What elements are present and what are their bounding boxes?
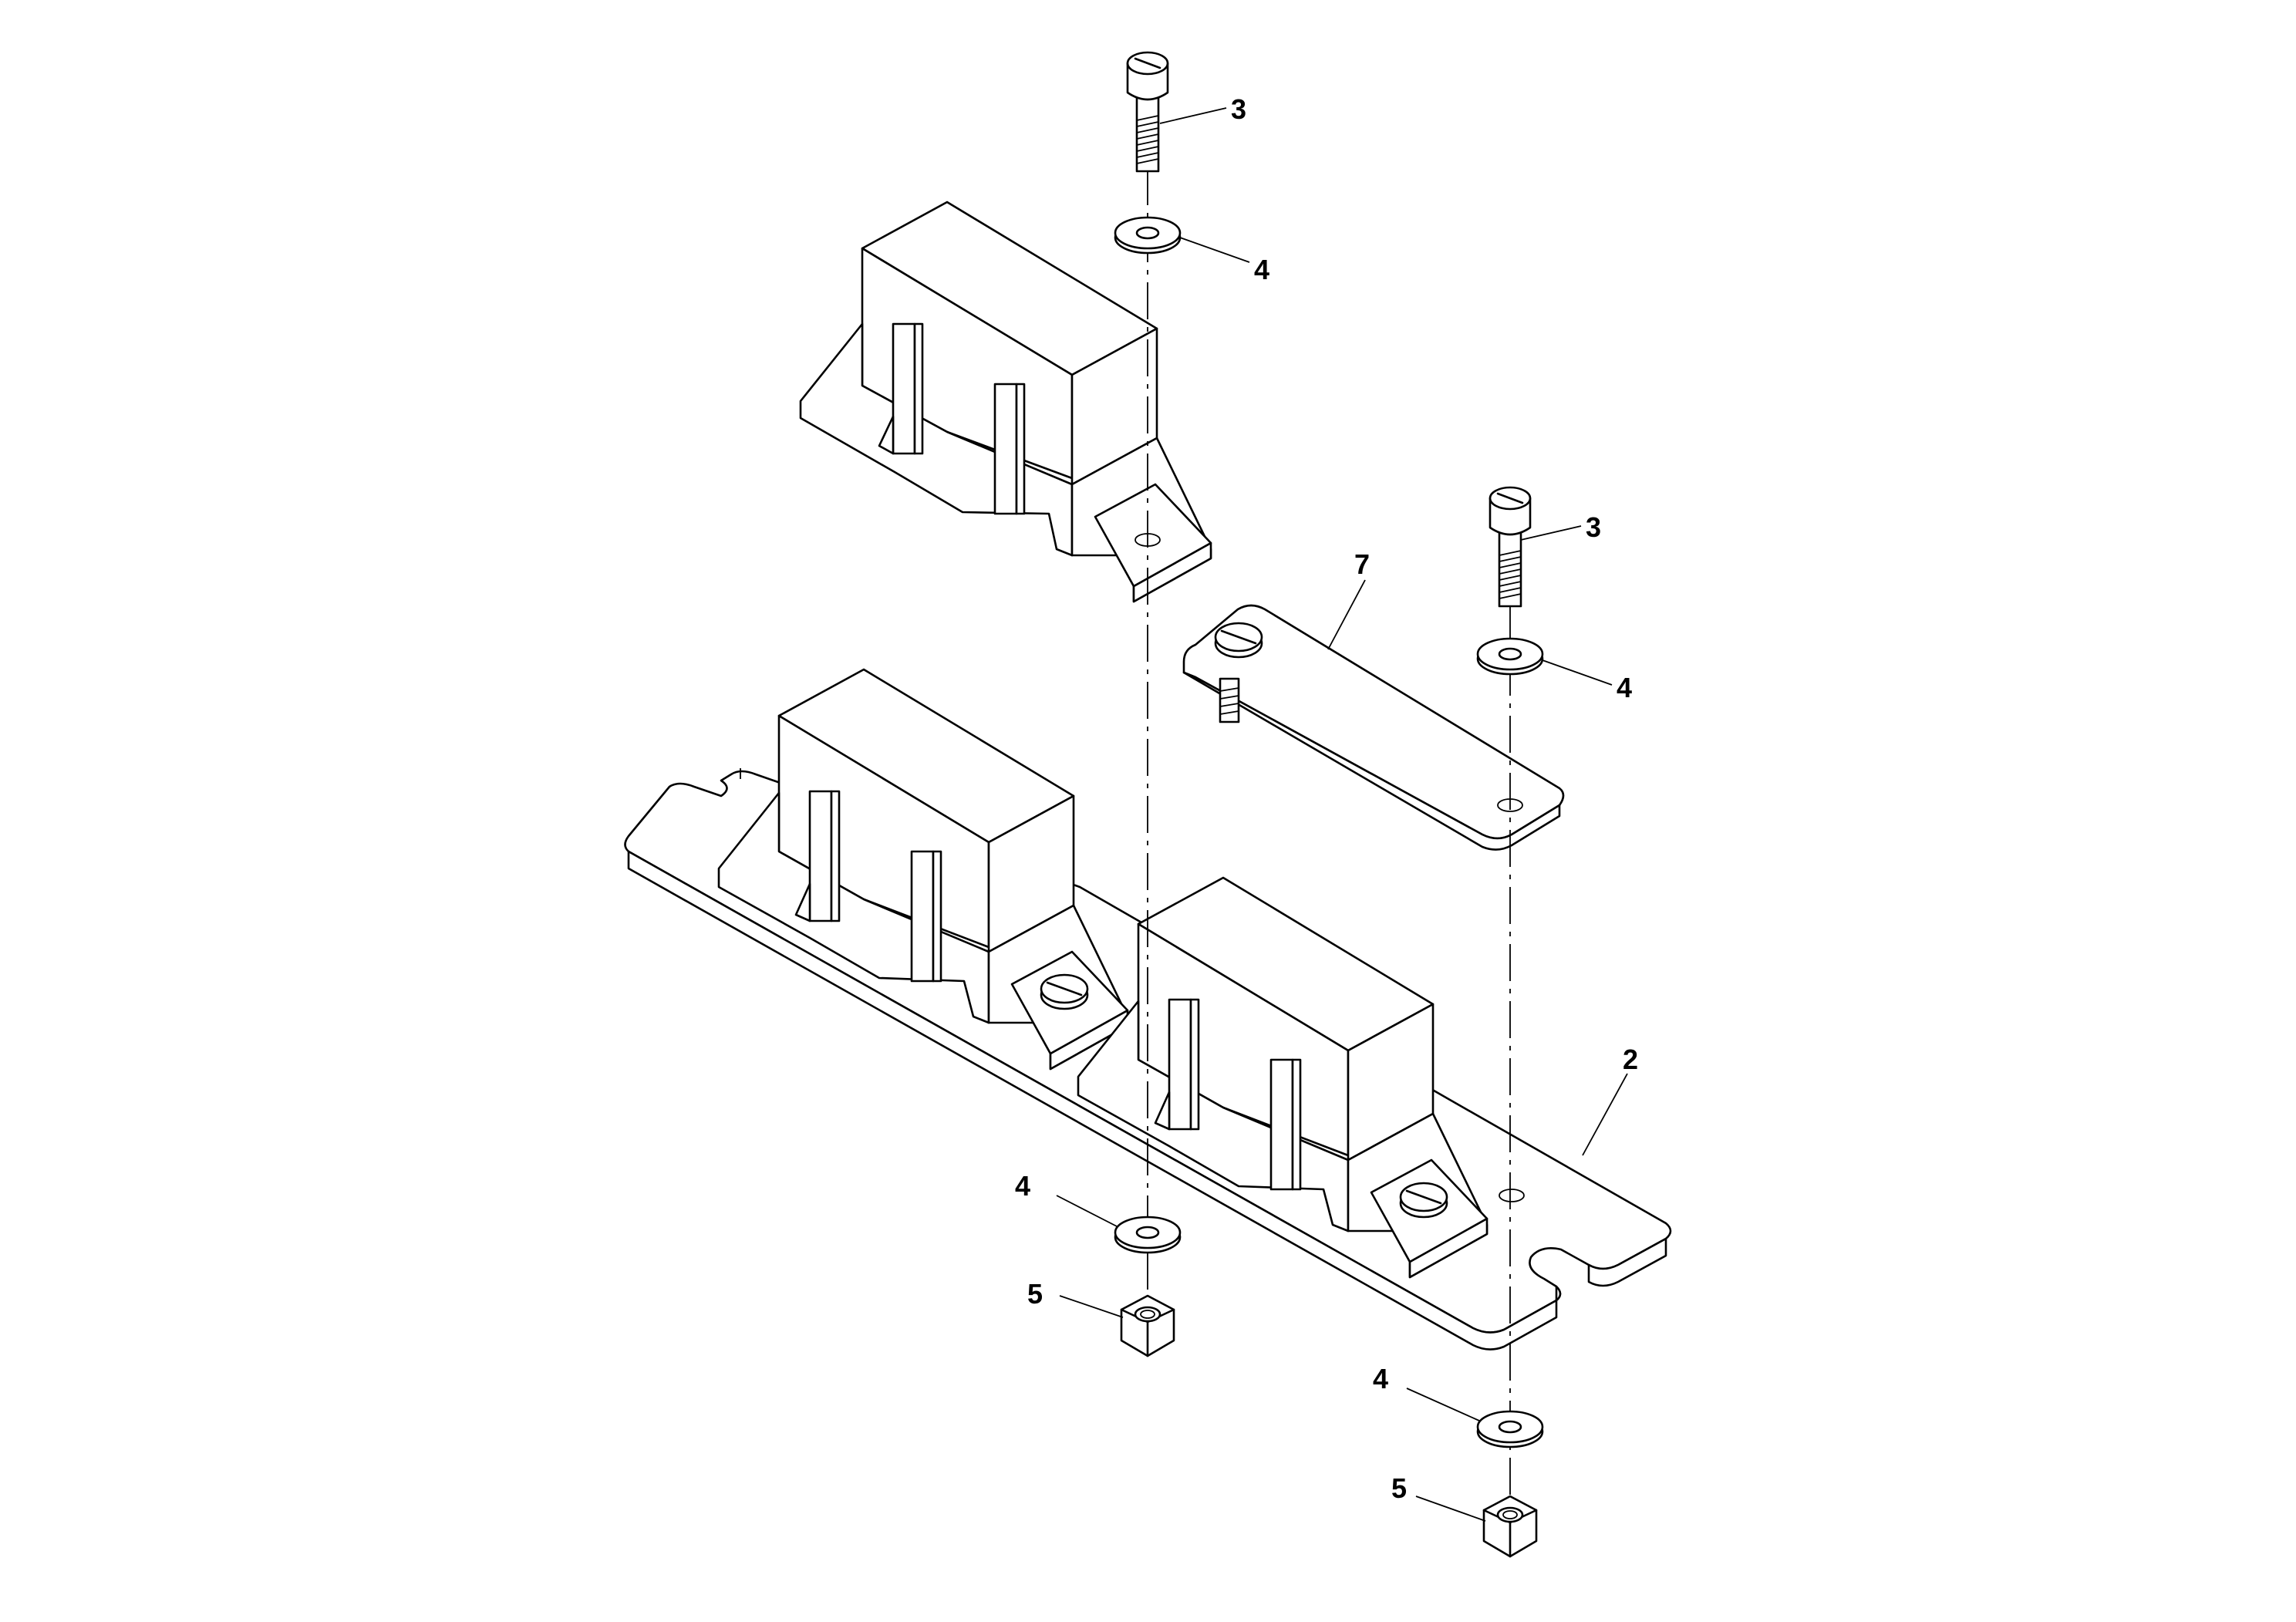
flat-washer-right xyxy=(1476,637,1544,676)
callout-strap: 7 xyxy=(1354,548,1370,580)
strap xyxy=(1182,604,1565,851)
callout-nut-lower-right: 5 xyxy=(1391,1472,1407,1504)
callout-base-plate: 2 xyxy=(1623,1044,1638,1075)
callout-washer-lower-right: 4 xyxy=(1373,1363,1388,1394)
callout-washer-lower-left: 4 xyxy=(1015,1170,1030,1202)
assembly-centerlines xyxy=(1147,168,1511,1535)
cap-screw-upper xyxy=(1126,51,1169,173)
callout-washer-right: 4 xyxy=(1617,672,1632,703)
callout-bolt-upper: 3 xyxy=(1231,93,1246,125)
hex-nut-lower-left xyxy=(1120,1294,1175,1357)
callout-washer-upper: 4 xyxy=(1254,254,1269,285)
flat-washer-lower-left xyxy=(1114,1216,1182,1254)
hex-nut-lower-right xyxy=(1482,1495,1538,1558)
lower-right-isolator-block xyxy=(1077,876,1489,1279)
flat-washer-lower-right xyxy=(1476,1410,1544,1448)
cap-screw-right xyxy=(1489,486,1532,608)
flat-washer-upper xyxy=(1114,216,1182,255)
lower-left-isolator-block xyxy=(717,668,1129,1071)
leader-lines xyxy=(1056,107,1628,1522)
upper-isolator-block xyxy=(799,201,1212,603)
callout-nut-lower-left: 5 xyxy=(1027,1278,1043,1310)
callout-bolt-right: 3 xyxy=(1586,511,1601,543)
